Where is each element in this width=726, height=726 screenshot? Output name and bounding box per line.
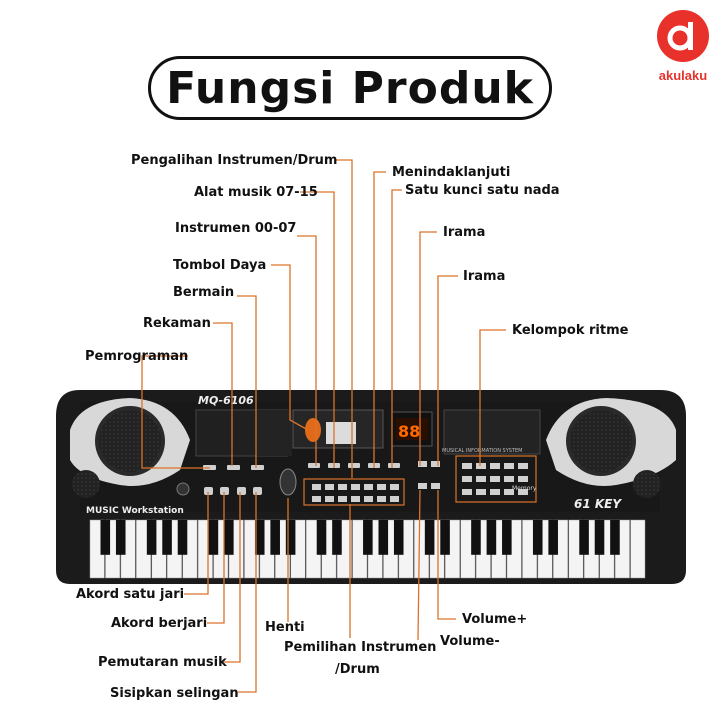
- black-key[interactable]: [440, 520, 450, 555]
- black-key[interactable]: [100, 520, 111, 555]
- right-speaker: [570, 410, 632, 472]
- power-button[interactable]: [305, 418, 321, 442]
- label-play: Bermain: [173, 285, 235, 300]
- label-programming: Pemrograman: [85, 349, 189, 364]
- label-instruments-00-07: Instrumen 00-07: [175, 221, 297, 236]
- piano-keys[interactable]: [89, 519, 646, 579]
- black-key[interactable]: [285, 520, 296, 555]
- akulaku-logo-icon: [657, 10, 709, 62]
- black-key[interactable]: [393, 520, 404, 555]
- black-key[interactable]: [162, 520, 172, 555]
- akulaku-logo-text: akulaku: [658, 68, 708, 83]
- series-name: MUSIC Workstation: [86, 506, 184, 516]
- black-key[interactable]: [378, 520, 389, 555]
- black-key[interactable]: [532, 520, 543, 555]
- label-record: Rekaman: [143, 316, 211, 331]
- black-key[interactable]: [594, 520, 605, 555]
- black-key[interactable]: [486, 520, 497, 555]
- black-key[interactable]: [471, 520, 481, 555]
- black-key[interactable]: [579, 520, 589, 555]
- info-banner: MUSICAL INFORMATION SYSTEM: [442, 448, 522, 454]
- label-instrument-drum-switch: Pengalihan Instrumen/Drum: [131, 153, 338, 168]
- black-key[interactable]: [115, 520, 126, 555]
- black-key[interactable]: [177, 520, 188, 555]
- label-stop: Henti: [265, 620, 305, 635]
- label-single-finger-chord: Akord satu jari: [76, 587, 185, 602]
- akulaku-logo: akulaku: [648, 10, 718, 90]
- black-key[interactable]: [224, 520, 234, 555]
- black-key[interactable]: [548, 520, 558, 555]
- black-key[interactable]: [254, 520, 265, 555]
- label-follow-up: Menindaklanjuti: [392, 165, 511, 180]
- display-digits: 88: [398, 422, 420, 441]
- label-music-playback: Pemutaran musik: [98, 655, 227, 670]
- black-key[interactable]: [332, 520, 342, 555]
- black-key[interactable]: [146, 520, 157, 555]
- label-insert-interval: Sisipkan selingan: [110, 686, 239, 701]
- left-speaker: [99, 410, 161, 472]
- label-one-key-one-note: Satu kunci satu nada: [405, 183, 560, 198]
- black-key[interactable]: [502, 520, 512, 555]
- black-key[interactable]: [610, 520, 620, 555]
- label-volume-up: Volume+: [462, 612, 528, 627]
- white-key[interactable]: [630, 519, 646, 579]
- label-power-button: Tombol Daya: [173, 258, 267, 273]
- label-fingered-chord: Akord berjari: [111, 616, 208, 631]
- model-name: MQ-6106: [198, 394, 254, 407]
- label-volume-down: Volume-: [440, 634, 500, 649]
- label-rhythm-group: Kelompok ritme: [512, 323, 629, 338]
- label-instrument-select-line2: /Drum: [335, 662, 380, 677]
- label-rhythm-1: Irama: [443, 225, 486, 240]
- title-pill: Fungsi Produk: [148, 56, 552, 120]
- stop-dial[interactable]: [279, 468, 297, 496]
- memory-badge: Memory: [512, 485, 537, 492]
- black-key[interactable]: [316, 520, 327, 555]
- label-rhythm-2: Irama: [463, 269, 506, 284]
- label-instruments-07-15: Alat musik 07-15: [194, 185, 318, 200]
- black-key[interactable]: [363, 520, 373, 555]
- black-key[interactable]: [270, 520, 280, 555]
- black-key[interactable]: [424, 520, 435, 555]
- black-key[interactable]: [208, 520, 219, 555]
- page-title: Fungsi Produk: [166, 62, 534, 114]
- label-instrument-select-line1: Pemilihan Instrumen: [284, 640, 437, 655]
- keys-badge: 61 KEY: [574, 497, 622, 511]
